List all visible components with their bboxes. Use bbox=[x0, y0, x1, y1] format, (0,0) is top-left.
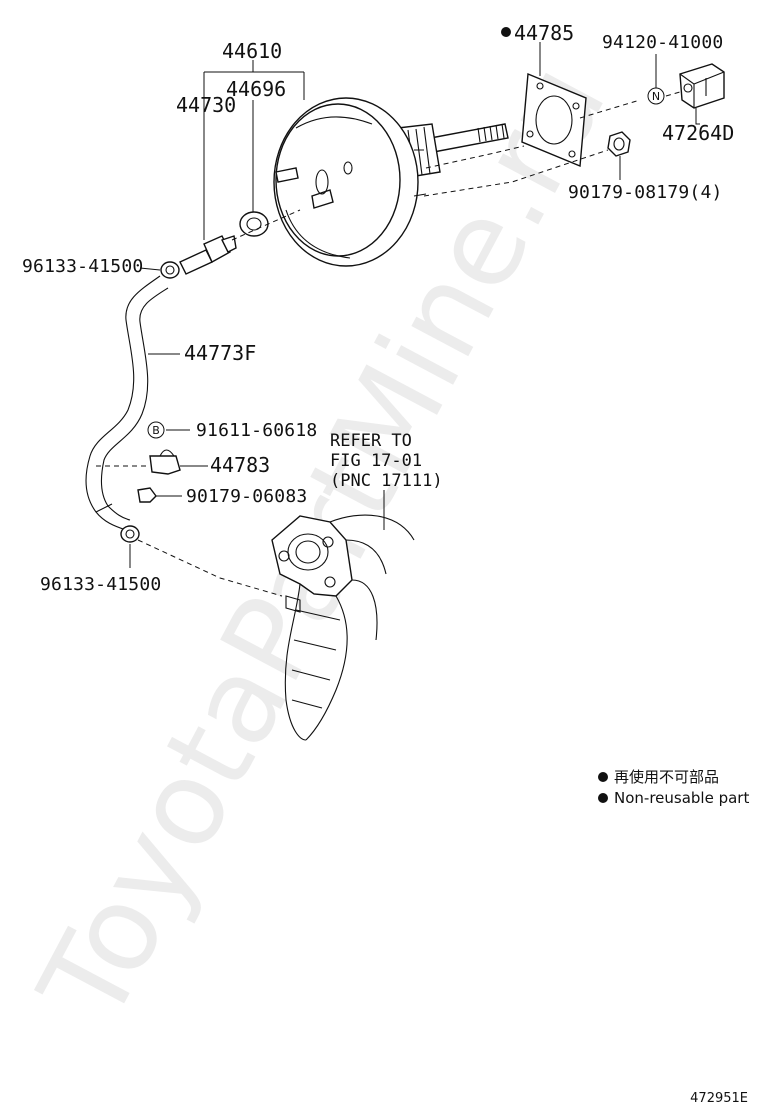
n-marker: N bbox=[647, 87, 665, 105]
hose-clamp-upper[interactable] bbox=[160, 261, 180, 279]
label-44696: 44696 bbox=[226, 77, 286, 101]
b-marker: B bbox=[147, 421, 165, 439]
label-47264d: 47264D bbox=[662, 121, 734, 145]
legend: 再使用不可部品 Non-reusable part bbox=[598, 768, 749, 807]
legend-dot-icon bbox=[598, 793, 608, 803]
hose-clip[interactable] bbox=[149, 449, 181, 475]
legend-dot-icon bbox=[598, 772, 608, 782]
label-44783: 44783 bbox=[210, 453, 270, 477]
svg-text:(PNC 17111): (PNC 17111) bbox=[330, 471, 443, 491]
svg-text:REFER TO: REFER TO bbox=[330, 431, 412, 451]
legend-jp: 再使用不可部品 bbox=[614, 768, 719, 786]
non-reusable-dot-icon bbox=[501, 27, 511, 37]
label-90179-08179: 90179-08179(4) bbox=[568, 182, 723, 203]
label-94120-41000: 94120-41000 bbox=[602, 32, 723, 53]
label-44785: 44785 bbox=[514, 21, 574, 45]
label-96133-41500-upper: 96133-41500 bbox=[22, 256, 143, 277]
grommet[interactable] bbox=[239, 211, 269, 237]
brake-booster[interactable] bbox=[273, 97, 509, 267]
pedal-bracket[interactable] bbox=[271, 514, 415, 741]
label-96133-41500-lower: 96133-41500 bbox=[40, 574, 161, 595]
label-44610: 44610 bbox=[222, 39, 282, 63]
legend-en: Non-reusable part bbox=[614, 789, 749, 807]
vacuum-hose[interactable] bbox=[85, 275, 169, 531]
refer-note: REFER TO FIG 17-01 (PNC 17111) bbox=[330, 431, 443, 491]
gasket[interactable] bbox=[521, 72, 587, 168]
label-44730: 44730 bbox=[176, 93, 236, 117]
svg-text:B: B bbox=[152, 424, 160, 437]
bracket[interactable] bbox=[679, 63, 725, 109]
hose-clamp-lower[interactable] bbox=[120, 525, 140, 543]
nut-lower[interactable] bbox=[137, 487, 157, 503]
label-90179-06083: 90179-06083 bbox=[186, 486, 307, 507]
svg-text:N: N bbox=[652, 90, 660, 103]
nut-upper[interactable] bbox=[607, 131, 631, 157]
label-91611-60618: 91611-60618 bbox=[196, 420, 317, 441]
svg-text:FIG 17-01: FIG 17-01 bbox=[330, 451, 422, 471]
check-valve[interactable] bbox=[179, 235, 237, 275]
diagram-id: 472951E bbox=[690, 1091, 748, 1106]
label-44773f: 44773F bbox=[184, 341, 256, 365]
